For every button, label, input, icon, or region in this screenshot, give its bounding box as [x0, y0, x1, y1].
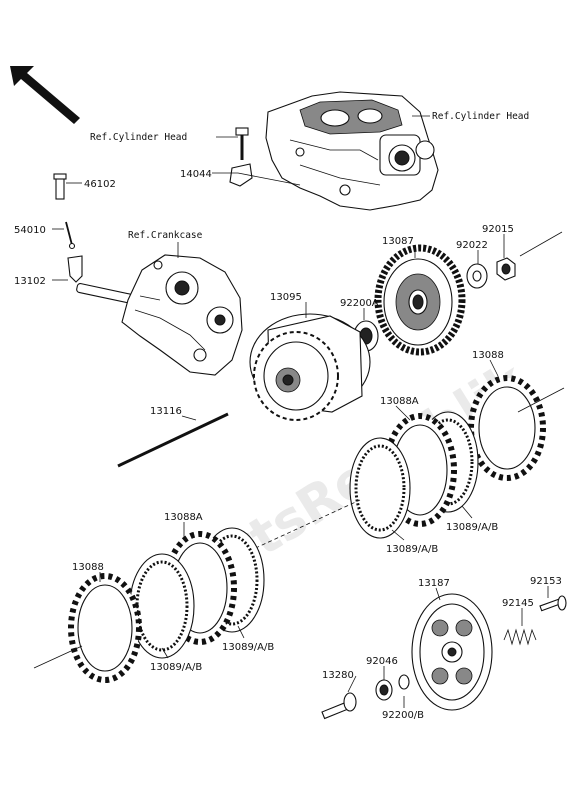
clutch-gear-13087 [374, 244, 466, 356]
part-label-92153: 92153 [530, 576, 562, 587]
steel-plate-13089-mid [349, 437, 411, 539]
part-label-13102: 13102 [14, 276, 46, 287]
part-label-13087: 13087 [382, 236, 414, 247]
washer-92200B [398, 674, 410, 690]
part-label-13088-left: 13088 [72, 562, 104, 573]
part-label-46102: 46102 [84, 179, 116, 190]
part-label-13089-left-1: 13089/A/B [150, 662, 202, 673]
part-label-13088A-left: 13088A [164, 512, 203, 523]
part-label-92200B: 92200/B [382, 710, 424, 721]
part-label-13095: 13095 [270, 292, 302, 303]
pusher-13280 [321, 692, 357, 720]
pressure-plate-13187 [411, 593, 493, 711]
part-label-13088-top: 13088 [472, 350, 504, 361]
bolt-92153 [539, 595, 567, 612]
ref-cylinder-head-left-label: Ref.Cylinder Head [90, 132, 187, 143]
part-label-54010: 54010 [14, 225, 46, 236]
friction-plate-13088-left [68, 573, 142, 683]
ref-crankcase-label: Ref.Crankcase [128, 230, 203, 241]
bracket-14044 [229, 127, 253, 187]
direction-arrow-icon [33, 645, 83, 669]
ref-cylinder-head-right-label: Ref.Cylinder Head [432, 111, 529, 122]
part-label-13088A-top: 13088A [380, 396, 419, 407]
spring-92145 [503, 628, 537, 646]
pin-46102 [53, 173, 67, 200]
part-label-13089-right-2: 13089/A/B [386, 544, 438, 555]
part-label-92046: 92046 [366, 656, 398, 667]
front-direction-arrow-icon [10, 66, 80, 124]
nut-92015 [496, 257, 516, 281]
part-label-13280: 13280 [322, 670, 354, 681]
part-label-13089-left-2: 13089/A/B [222, 642, 274, 653]
crankcase-illustration [121, 254, 243, 376]
part-label-13187: 13187 [418, 578, 450, 589]
cylinder-head-illustration [265, 91, 439, 211]
part-label-92015: 92015 [482, 224, 514, 235]
push-rod-13116 [117, 412, 229, 468]
part-label-92200A: 92200A [340, 298, 379, 309]
direction-arrow-icon [519, 231, 563, 257]
part-label-13116: 13116 [150, 406, 182, 417]
part-label-13089-right-1: 13089/A/B [446, 522, 498, 533]
part-label-92022: 92022 [456, 240, 488, 251]
part-label-92145: 92145 [502, 598, 534, 609]
friction-plate-13088-top [468, 375, 546, 481]
steel-plate-13089-left-2 [129, 553, 195, 659]
clutch-housing-13095 [249, 313, 371, 421]
release-shaft-13102 [67, 255, 139, 305]
direction-arrow-icon [517, 387, 565, 413]
part-label-14044: 14044 [180, 169, 212, 180]
leader-lines [52, 115, 549, 708]
cable-54010 [65, 221, 76, 250]
